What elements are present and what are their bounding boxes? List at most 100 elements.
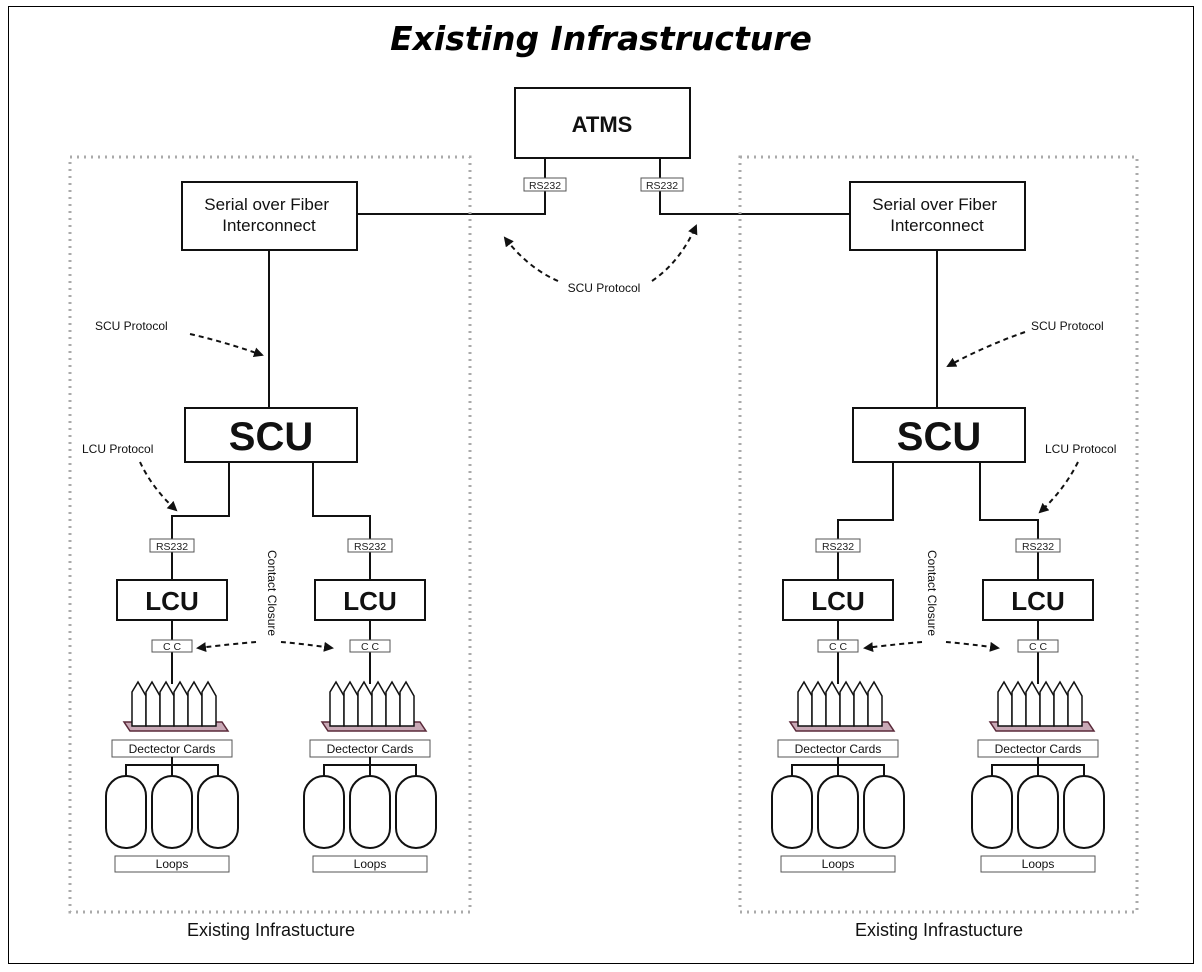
zone-right-interconnect-line-1: Serial over Fiber bbox=[872, 195, 997, 214]
zone-left-lcu-group-1-detector-card bbox=[131, 680, 147, 727]
zone-left-lcu-group-1-detector-card bbox=[145, 680, 161, 727]
zone-left-interconnect-box bbox=[181, 181, 358, 251]
zone-right-scu-protocol-label: SCU Protocol bbox=[1031, 319, 1104, 333]
zone-left-lcu-group-2-detector-card bbox=[357, 680, 373, 727]
zone-left-cc-arrow-1 bbox=[196, 641, 257, 653]
zone-left-lcu-group-1-rs232-label: RS232 bbox=[156, 541, 188, 553]
zone-right: Serial over Fiber Interconnect SCU Proto… bbox=[738, 155, 1139, 940]
zone-left-lcu-group-1-card-rack bbox=[122, 680, 230, 732]
zone-left-lcu-group-1-detector-card bbox=[187, 680, 203, 727]
zone-right-lcu-group-2-cards-label: Dectector Cards bbox=[995, 742, 1082, 756]
zone-left-lcu-group-2-detector-card bbox=[371, 680, 387, 727]
zone-right-lcu-group-1-loop-3 bbox=[863, 775, 905, 849]
zone-left-lcu-group-2-detector-card bbox=[399, 680, 415, 727]
zone-right-lcu-group-1-rs232-label: RS232 bbox=[822, 541, 854, 553]
zone-right-lcu-group-1-loops-label: Loops bbox=[822, 857, 855, 871]
zone-right-lcu-group-2-rs232-port bbox=[1015, 538, 1061, 553]
zone-right-lcu-group-2-rs232-label: RS232 bbox=[1022, 541, 1054, 553]
zone-right-lcu-group-2-cc-label: C C bbox=[1029, 641, 1048, 653]
zone-left-lcu-group-2-loop-1 bbox=[303, 775, 345, 849]
zone-right-boundary bbox=[738, 155, 1139, 914]
zone-left-lcu-group-2-loops-tag bbox=[312, 855, 428, 873]
zone-right-lcu-group-2-detector-card bbox=[997, 680, 1013, 727]
zone-left-lcu-group-1-cc-port bbox=[151, 639, 193, 653]
zone-left-lcu-group-2-loops-label: Loops bbox=[354, 857, 387, 871]
zone-right-interconnect-line-2: Interconnect bbox=[890, 216, 984, 235]
zone-left-lcu-group-2-lcu-label: LCU bbox=[343, 586, 396, 616]
atms-port-left-label: RS232 bbox=[529, 180, 561, 192]
zone-right-lcu-group-2-cc-port bbox=[1017, 639, 1059, 653]
zone-right-lcu-group-1-detector-card bbox=[867, 680, 883, 727]
zone-left-link-lcu-1 bbox=[171, 462, 230, 580]
zone-right-link-lcu-2 bbox=[979, 462, 1039, 580]
zone-left-caption: Existing Infrastucture bbox=[187, 920, 355, 940]
zone-right-lcu-group-2-detector-card bbox=[1039, 680, 1055, 727]
zone-right-cc-arrow-2 bbox=[945, 641, 1000, 652]
zone-left-lcu-group-2-loop-2 bbox=[349, 775, 391, 849]
zone-left-lcu-group-2-cards-label: Dectector Cards bbox=[327, 742, 414, 756]
diagram-title: Existing Infrastructure bbox=[390, 19, 812, 58]
zone-right-lcu-group-1-lcu-label: LCU bbox=[811, 586, 864, 616]
zone-left-lcu-group-2-rs232-port bbox=[347, 538, 393, 553]
zone-right-lcu-group-2-detector-card bbox=[1025, 680, 1041, 727]
zone-right-interconnect-box bbox=[849, 181, 1026, 251]
zone-left-cc-arrow-2 bbox=[280, 641, 334, 652]
zone-right-lcu-group-2-loops-label: Loops bbox=[1022, 857, 1055, 871]
zone-right-lcu-group-1-rs232-port bbox=[815, 538, 861, 553]
zone-left: Serial over Fiber Interconnect SCU Proto… bbox=[68, 155, 472, 940]
zone-right-lcu-group-2-lcu-label: LCU bbox=[1011, 586, 1064, 616]
zone-right-lcu-group-2-loop-2 bbox=[1017, 775, 1059, 849]
atms-node: ATMS bbox=[514, 87, 691, 159]
zone-left-link-lcu-2 bbox=[312, 462, 371, 580]
zone-right-lcu-group-1-detector-card bbox=[811, 680, 827, 727]
zone-left-lcu-group-1-detector-card bbox=[173, 680, 189, 727]
zone-left-lcu-group-1-cc-label: C C bbox=[163, 641, 182, 653]
zone-left-lcu-group-1-lcu-label: LCU bbox=[145, 586, 198, 616]
atms-port-left bbox=[523, 177, 567, 192]
zone-right-lcu-group-2-detector-card bbox=[1053, 680, 1069, 727]
atms-port-right-label: RS232 bbox=[646, 180, 678, 192]
zone-left-lcu-group-1-detector-card bbox=[201, 680, 217, 727]
zone-left-scu-box bbox=[184, 407, 358, 463]
zone-right-lcu-group-1-loop-2 bbox=[817, 775, 859, 849]
zone-left-lcu-group-1-lcu-box bbox=[116, 579, 228, 621]
zone-left-lcu-group-2-detector-card bbox=[329, 680, 345, 727]
zone-right-lcu-group-1-detector-card bbox=[825, 680, 841, 727]
zone-right-lcu-group-1-detector-card bbox=[797, 680, 813, 727]
zone-left-lcu-group-1-loop-2 bbox=[151, 775, 193, 849]
zone-left-lcu-group-2-detector-card bbox=[385, 680, 401, 727]
zone-right-interconnect-label: Serial over Fiber Interconnect bbox=[872, 195, 1001, 235]
zone-left-boundary bbox=[68, 155, 472, 914]
zone-right-caption: Existing Infrastucture bbox=[855, 920, 1023, 940]
zone-right-lcu-group-2-lcu-box bbox=[982, 579, 1094, 621]
zone-right-lcu-group-1-detector-card bbox=[853, 680, 869, 727]
zone-right-lcu-group-1-cc-label: C C bbox=[829, 641, 848, 653]
zone-left-interconnect-line-2: Interconnect bbox=[222, 216, 316, 235]
zone-left-lcu-group-1-rs232-port bbox=[149, 538, 195, 553]
center-protocol-arrow-left bbox=[503, 236, 559, 282]
zone-right-lcu-group-2-card-rack bbox=[988, 680, 1096, 732]
zone-left-lcu-group-1-loops-tag bbox=[114, 855, 230, 873]
zone-right-lcu-group-2-loops-tag bbox=[980, 855, 1096, 873]
zone-left-scu-protocol-arrow bbox=[189, 333, 264, 358]
atms-box bbox=[514, 87, 691, 159]
zone-left-lcu-group-1-loop-3 bbox=[197, 775, 239, 849]
center-scu-protocol-label: SCU Protocol bbox=[568, 281, 641, 295]
zone-left-lcu-protocol-label: LCU Protocol bbox=[82, 442, 153, 456]
zone-left-lcu-protocol-arrow bbox=[139, 461, 178, 512]
zone-right-lcu-group-2-detector-card bbox=[1011, 680, 1027, 727]
atms-port-right bbox=[640, 177, 684, 192]
zone-left-lcu-group-2-loop-3 bbox=[395, 775, 437, 849]
zone-left-scu-protocol-label: SCU Protocol bbox=[95, 319, 168, 333]
zone-right-cc-arrow-1 bbox=[863, 641, 923, 653]
zone-left-scu-label: SCU bbox=[229, 415, 313, 459]
zone-right-lcu-group-1-cards-label: Dectector Cards bbox=[795, 742, 882, 756]
zone-right-lcu-protocol-arrow bbox=[1038, 461, 1079, 514]
zone-left-contact-closure-label: Contact Closure bbox=[265, 550, 279, 636]
zone-left-lcu-group-2-lcu-box bbox=[314, 579, 426, 621]
atms-label: ATMS bbox=[572, 112, 633, 137]
